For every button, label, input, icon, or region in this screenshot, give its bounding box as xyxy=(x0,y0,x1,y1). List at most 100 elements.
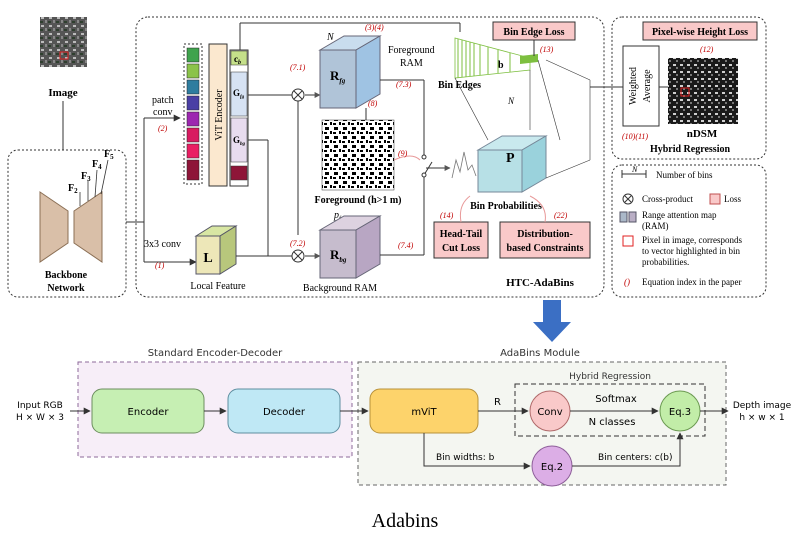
patch-conv-label-1: patch xyxy=(152,95,174,106)
legend-cross-product: Cross-product xyxy=(642,194,693,204)
eq-34-label: (3)(4) xyxy=(365,23,384,32)
legend-cross-product-icon xyxy=(622,193,634,205)
adabins-module-title: AdaBins Module xyxy=(500,348,580,359)
distribution-loss-label-1: Distribution- xyxy=(517,229,573,240)
mask-to-switch-curve xyxy=(393,155,421,161)
eq2-label: Eq.2 xyxy=(541,462,563,473)
htc-adabins-box xyxy=(135,16,605,298)
eq-8-label: (8) xyxy=(368,99,378,108)
ndsm-label: nDSM xyxy=(687,128,718,140)
feature-f3: F3 xyxy=(81,171,91,183)
gbg-token xyxy=(230,117,248,163)
standard-encoder-decoder-title: Standard Encoder-Decoder xyxy=(148,348,283,359)
backbone-label-2: Network xyxy=(47,283,85,294)
bin-edges-label: Bin Edges xyxy=(438,80,481,91)
fg-ram-label-1: Foreground xyxy=(388,45,435,56)
head-tail-loss-label-2: Cut Loss xyxy=(442,243,480,254)
head-tail-loss-box xyxy=(433,221,489,259)
legend-n-icon xyxy=(621,170,647,178)
backbone-label-1: Backbone xyxy=(45,270,88,281)
eq-12-label: (12) xyxy=(700,45,714,54)
eq-2-label: (2) xyxy=(158,124,168,133)
l-label: L xyxy=(203,251,212,266)
conv3x3-label: 3x3 conv xyxy=(144,239,181,250)
legend-box xyxy=(611,164,767,298)
distribution-loss-label-2: based Constraints xyxy=(507,243,584,254)
legend-n-bins: Number of bins xyxy=(656,170,713,180)
foreground-label: Foreground (h>1 m) xyxy=(315,195,402,206)
feature-f5: F5 xyxy=(104,149,114,161)
weighted-average-box xyxy=(622,45,660,127)
bin-prob-output xyxy=(545,59,591,81)
legend-n-symbol: N xyxy=(631,165,638,174)
patch-token-stack xyxy=(183,43,203,185)
bin-probabilities-label: Bin Probabilities xyxy=(470,201,542,212)
pixel-height-loss-label: Pixel-wise Height Loss xyxy=(652,27,748,38)
mvit-to-eq2-arrow xyxy=(423,433,531,470)
eq-13-label: (13) xyxy=(540,45,554,54)
backbone-feature-lines xyxy=(79,159,109,206)
fg-ram-label-2: RAM xyxy=(400,58,423,69)
gfg-token xyxy=(230,71,248,117)
hybrid-regression-inner-title: Hybrid Regression xyxy=(569,372,651,382)
ndsm-image xyxy=(668,58,738,124)
hybrid-regression-label: Hybrid Regression xyxy=(650,144,731,155)
eq2-to-eq3-arrow xyxy=(572,432,684,467)
backbone-trapezoid-right xyxy=(73,191,103,263)
backbone-box xyxy=(7,149,127,298)
rbg-label: Rbg xyxy=(330,247,347,264)
eq-22-label: (22) xyxy=(554,211,568,220)
local-feature-cube xyxy=(194,225,238,275)
rfg-label: Rfg xyxy=(330,68,346,85)
eq-1011-label: (10)(11) xyxy=(622,132,648,141)
switch-node-bottom xyxy=(421,172,427,178)
pixel-height-loss-box xyxy=(642,21,758,41)
eq-9-label: (9) xyxy=(398,149,408,158)
eq-72-label: (7.2) xyxy=(290,239,306,248)
p-label: P xyxy=(506,151,515,166)
ram-to-switch-lines xyxy=(380,79,451,256)
r-label: R xyxy=(494,397,501,408)
eq-71-label: (7.1) xyxy=(290,63,306,72)
eq-14-label: (14) xyxy=(440,211,454,220)
vit-encoder-label: ViT Encoder xyxy=(214,89,225,141)
backbone-connectors xyxy=(126,114,197,266)
eq-74-label: (7.4) xyxy=(398,241,414,250)
cb-label: cb xyxy=(234,54,241,66)
conv-label: Conv xyxy=(537,407,562,418)
caption: Adabins xyxy=(372,510,439,532)
legend-pixel-1: Pixel in image, corresponds xyxy=(642,235,742,245)
weighted-average-label-2: Average xyxy=(642,69,653,103)
bin-probabilities-graphic xyxy=(451,59,561,193)
feature-f2: F2 xyxy=(68,183,78,195)
eq-1-label: (1) xyxy=(155,261,165,270)
legend-ram-1: Range attention map xyxy=(642,210,717,220)
switch-node-top xyxy=(421,154,427,160)
weighted-average-label-1: Weighted xyxy=(628,67,639,105)
cross-product-72 xyxy=(291,249,305,263)
switch-lever xyxy=(423,161,433,176)
bin-edges-graphic xyxy=(454,37,538,79)
backbone-trapezoid-left xyxy=(39,191,69,263)
legend-loss: Loss xyxy=(724,194,742,204)
bin-prob-output-2 xyxy=(545,159,591,179)
gfg-flow-lines xyxy=(248,92,321,259)
vit-encoder-block xyxy=(208,43,228,187)
input-rgb-label-2: H × W × 3 xyxy=(16,413,64,423)
cb-to-bin-edges-line xyxy=(239,22,461,50)
gfg-label: Gfg xyxy=(233,88,245,100)
eq-73-label: (7.3) xyxy=(396,80,412,89)
legend-eq-index: Equation index in the paper xyxy=(642,277,741,287)
cross-product-71 xyxy=(291,88,305,102)
bin-prob-to-loss-curves xyxy=(459,195,546,223)
legend-loss-icon xyxy=(709,193,721,205)
foreground-ram-cube xyxy=(318,35,382,109)
legend-pixel-2: to vector highlighted in bin xyxy=(642,246,740,256)
n-classes-label: N classes xyxy=(589,417,636,428)
legend-ram-icon xyxy=(619,211,637,223)
softmax-label: Softmax xyxy=(595,394,637,405)
hybrid-regression-inner-box xyxy=(514,383,706,437)
legend-pixel-3: probabilities. xyxy=(642,257,689,267)
n-label-fg: N xyxy=(326,32,335,43)
